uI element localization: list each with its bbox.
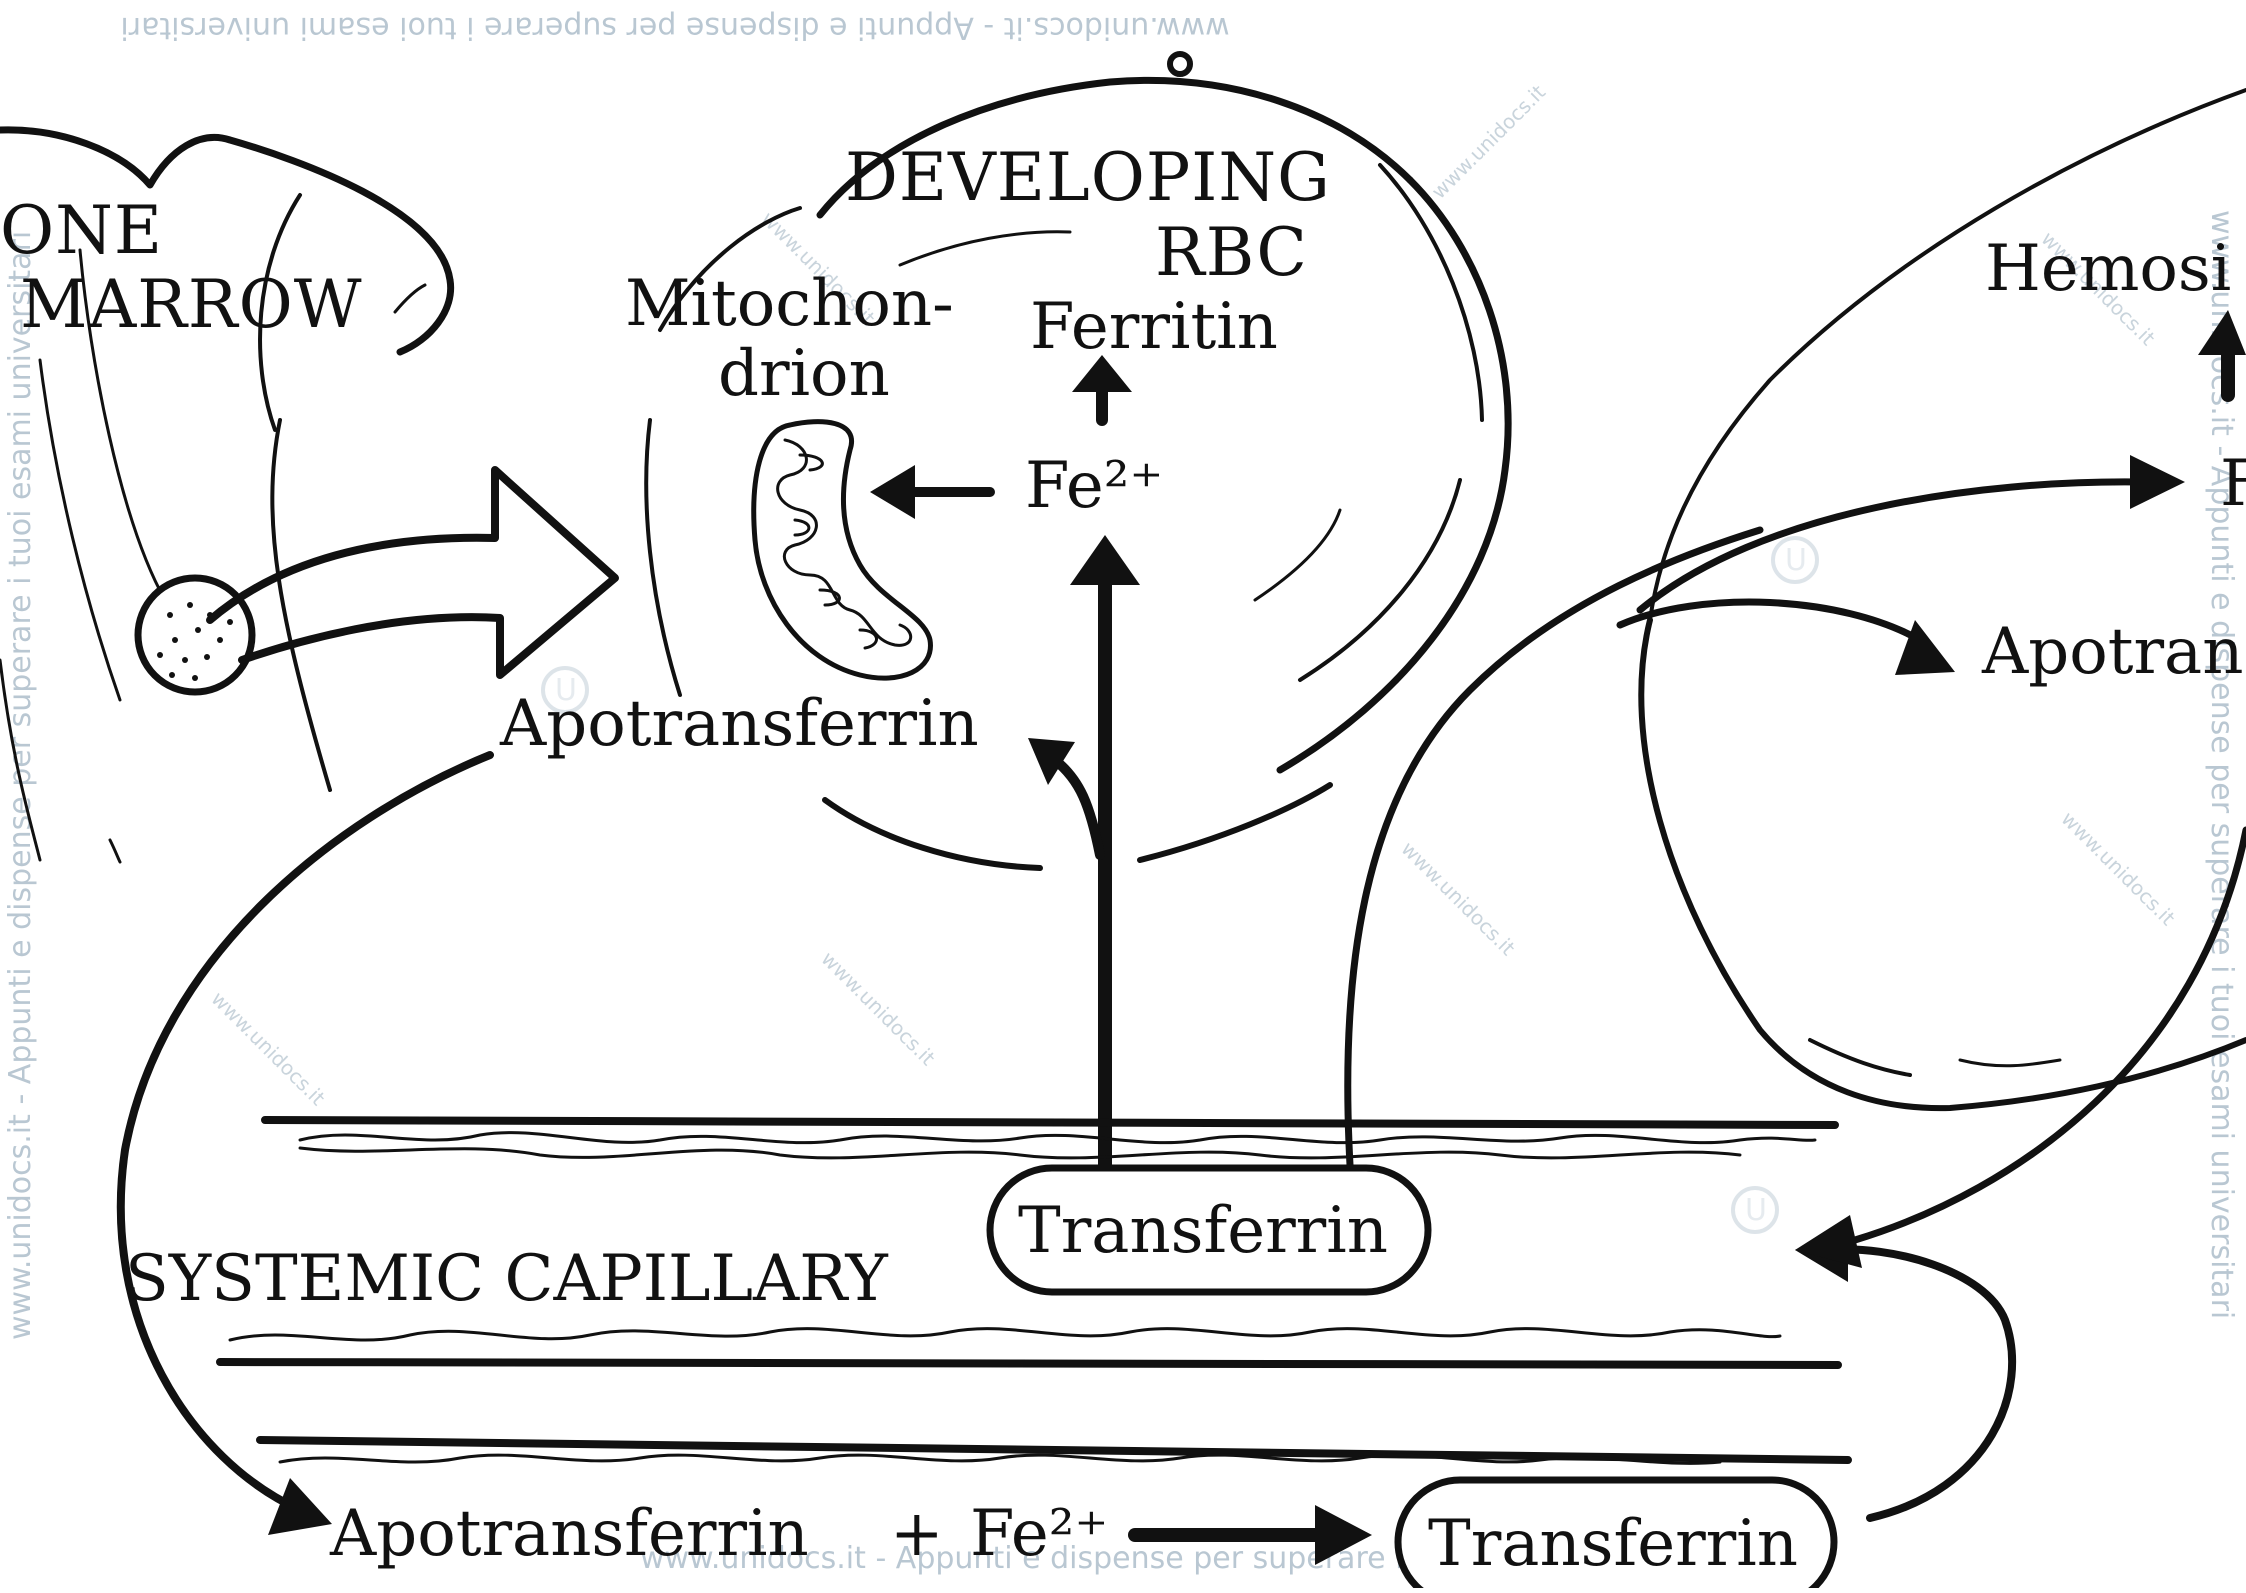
label-transferrin-top: Transferrin (1018, 1194, 1388, 1268)
watermark-top: www.unidocs.it - Appunti e dispense per … (120, 10, 1229, 45)
label-hemosi: Hemosi (1985, 232, 2231, 306)
label-fe-bottom: Fe²⁺ (970, 1497, 1108, 1571)
arrow-transferrin-recycle (1795, 1222, 2012, 1518)
label-fe-right: F (2220, 447, 2246, 521)
capillary-wall-middle (220, 1329, 1838, 1365)
arrow-fe-to-mitochondrion (870, 465, 990, 519)
capillary-wall-top (265, 1120, 1835, 1158)
transferrin-pill-top: Transferrin (990, 1168, 1428, 1292)
watermark-small-6: www.unidocs.it (206, 987, 330, 1111)
arrow-to-apotransferrin (1028, 738, 1100, 855)
arrow-fe-to-ferritin (1072, 355, 1132, 420)
arrow-apotransferrin-to-bottom (121, 755, 490, 1535)
arrow-to-apotran-right (1620, 602, 1955, 675)
label-plus: + (890, 1497, 944, 1571)
label-developing: DEVELOPING (845, 139, 1331, 216)
transferrin-pill-bottom: Transferrin (1398, 1480, 1834, 1588)
precursor-cell (138, 578, 252, 692)
capillary-wall-bottom (260, 1440, 1848, 1463)
label-systemic-capillary: SYSTEMIC CAPILLARY (125, 1242, 888, 1316)
mitochondrion-icon (754, 422, 931, 678)
watermark-small-3: www.unidocs.it (816, 947, 940, 1071)
label-transferrin-bottom: Transferrin (1428, 1507, 1798, 1581)
label-marrow: MARROW (20, 266, 363, 343)
watermark-small-4: www.unidocs.it (1396, 837, 1520, 961)
label-apotransferrin-bottom: Apotransferrin (329, 1497, 809, 1571)
label-apotransferrin-rbc: Apotransferrin (499, 687, 979, 761)
watermark-small-5: www.unidocs.it (2056, 807, 2180, 931)
bone-marrow-title: ONE MARROW (0, 192, 363, 343)
label-bone: ONE (0, 192, 163, 269)
watermark-logo-3: U (1733, 1188, 1777, 1232)
arrow-transferrin-to-fe (1070, 535, 1140, 1165)
watermark-logo-2: U (1773, 538, 1817, 582)
label-drion: drion (718, 337, 890, 411)
label-apotran-right: Apotran (1981, 615, 2243, 689)
arrow-capillary-to-right-cell (1348, 455, 2185, 1165)
label-rbc: RBC (1155, 214, 1308, 291)
watermark-small-1: www.unidocs.it (1427, 80, 1551, 204)
label-fe-rbc: Fe²⁺ (1025, 449, 1163, 523)
arrow-right-cell-to-capillary (1795, 830, 2246, 1268)
label-mitochon: Mitochon- (625, 267, 954, 341)
label-ferritin: Ferritin (1030, 290, 1278, 364)
svg-text:U: U (1785, 543, 1807, 578)
svg-text:U: U (1745, 1193, 1767, 1228)
